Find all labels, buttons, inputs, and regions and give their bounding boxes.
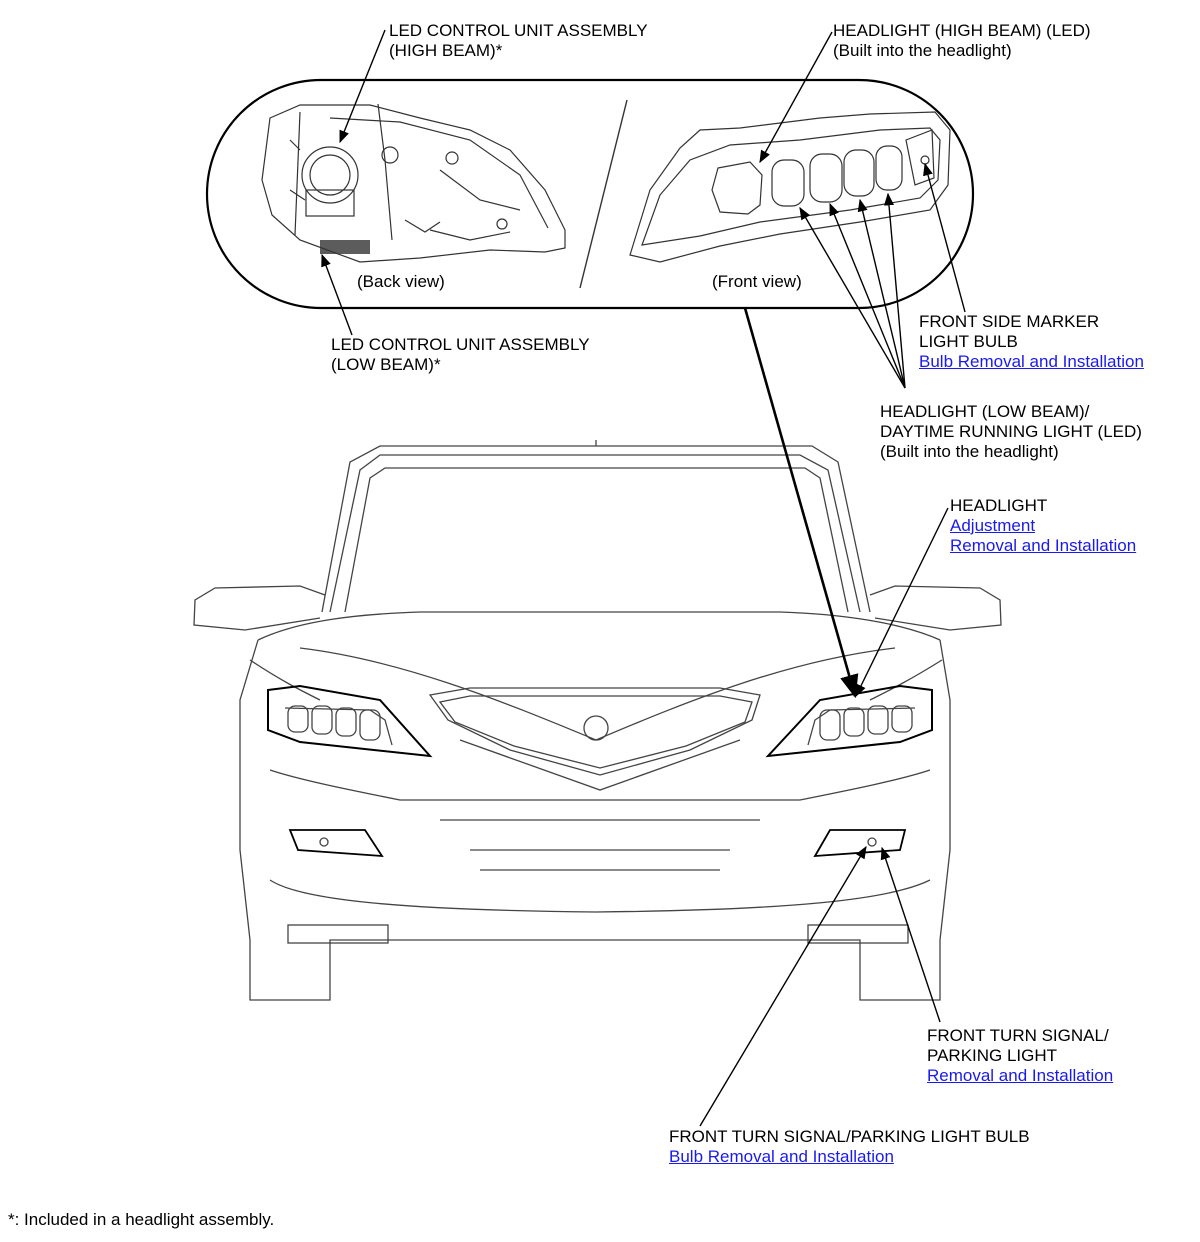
headlight-back-view-drawing — [261, 103, 566, 263]
headlight-adjustment-link[interactable]: Adjustment — [950, 516, 1036, 535]
inset-divider — [579, 99, 628, 289]
car-front-drawing — [193, 440, 1002, 1001]
label-led-control-low: LED CONTROL UNIT ASSEMBLY (LOW BEAM)* — [331, 335, 590, 375]
back-view-caption: (Back view) — [357, 272, 445, 291]
label-line: (Built into the headlight) — [833, 41, 1012, 60]
label-line: DAYTIME RUNNING LIGHT (LED) — [880, 422, 1142, 441]
label-line: FRONT TURN SIGNAL/ — [927, 1026, 1109, 1045]
label-line: LIGHT BULB — [919, 332, 1018, 351]
label-line: FRONT TURN SIGNAL/PARKING LIGHT BULB — [669, 1127, 1030, 1146]
label-high-beam: HEADLIGHT (HIGH BEAM) (LED) (Built into … — [833, 21, 1091, 61]
label-line: (HIGH BEAM)* — [389, 41, 503, 60]
headlight-front-view-drawing — [629, 111, 951, 263]
label-turn-signal: FRONT TURN SIGNAL/ PARKING LIGHT Removal… — [927, 1026, 1113, 1086]
label-line: FRONT SIDE MARKER — [919, 312, 1100, 331]
turn-bulb-removal-link[interactable]: Bulb Removal and Installation — [669, 1147, 894, 1166]
leader-turn-bulb — [699, 845, 867, 1127]
leader-inset-to-car — [743, 307, 859, 699]
label-turn-bulb: FRONT TURN SIGNAL/PARKING LIGHT BULB Bul… — [669, 1127, 1030, 1167]
label-line: HEADLIGHT (HIGH BEAM) (LED) — [833, 21, 1091, 40]
leader-low-beam-4 — [883, 192, 906, 389]
leader-side-marker — [923, 162, 966, 313]
label-led-control-high: LED CONTROL UNIT ASSEMBLY (HIGH BEAM)* — [389, 21, 648, 61]
leader-lines — [321, 29, 966, 1127]
front-view-caption: (Front view) — [712, 272, 802, 291]
label-line: LED CONTROL UNIT ASSEMBLY — [389, 21, 648, 40]
leader-led-high — [339, 29, 386, 144]
headlight-removal-link[interactable]: Removal and Installation — [950, 536, 1137, 555]
leader-high-beam — [759, 31, 833, 164]
label-headlight: HEADLIGHT Adjustment Removal and Install… — [950, 496, 1136, 556]
label-line: HEADLIGHT — [950, 496, 1048, 515]
footnote: *: Included in a headlight assembly. — [8, 1210, 275, 1229]
label-line: PARKING LIGHT — [927, 1046, 1058, 1065]
turn-signal-removal-link[interactable]: Removal and Installation — [927, 1066, 1114, 1085]
side-marker-bulb-link[interactable]: Bulb Removal and Installation — [919, 352, 1144, 371]
leader-led-low — [321, 253, 353, 336]
leader-low-beam-2 — [829, 202, 906, 389]
inset-frame — [205, 78, 975, 310]
leader-turn-signal — [880, 846, 941, 1023]
label-line: (Built into the headlight) — [880, 442, 1059, 461]
label-low-beam-drl: HEADLIGHT (LOW BEAM)/ DAYTIME RUNNING LI… — [880, 402, 1142, 462]
leader-low-beam-1 — [799, 206, 906, 389]
label-side-marker: FRONT SIDE MARKER LIGHT BULB Bulb Remova… — [919, 312, 1144, 372]
leader-headlight — [855, 507, 949, 698]
leader-low-beam-3 — [857, 198, 906, 389]
label-line: HEADLIGHT (LOW BEAM)/ — [880, 402, 1090, 421]
label-line: LED CONTROL UNIT ASSEMBLY — [331, 335, 590, 354]
label-line: (LOW BEAM)* — [331, 355, 441, 374]
